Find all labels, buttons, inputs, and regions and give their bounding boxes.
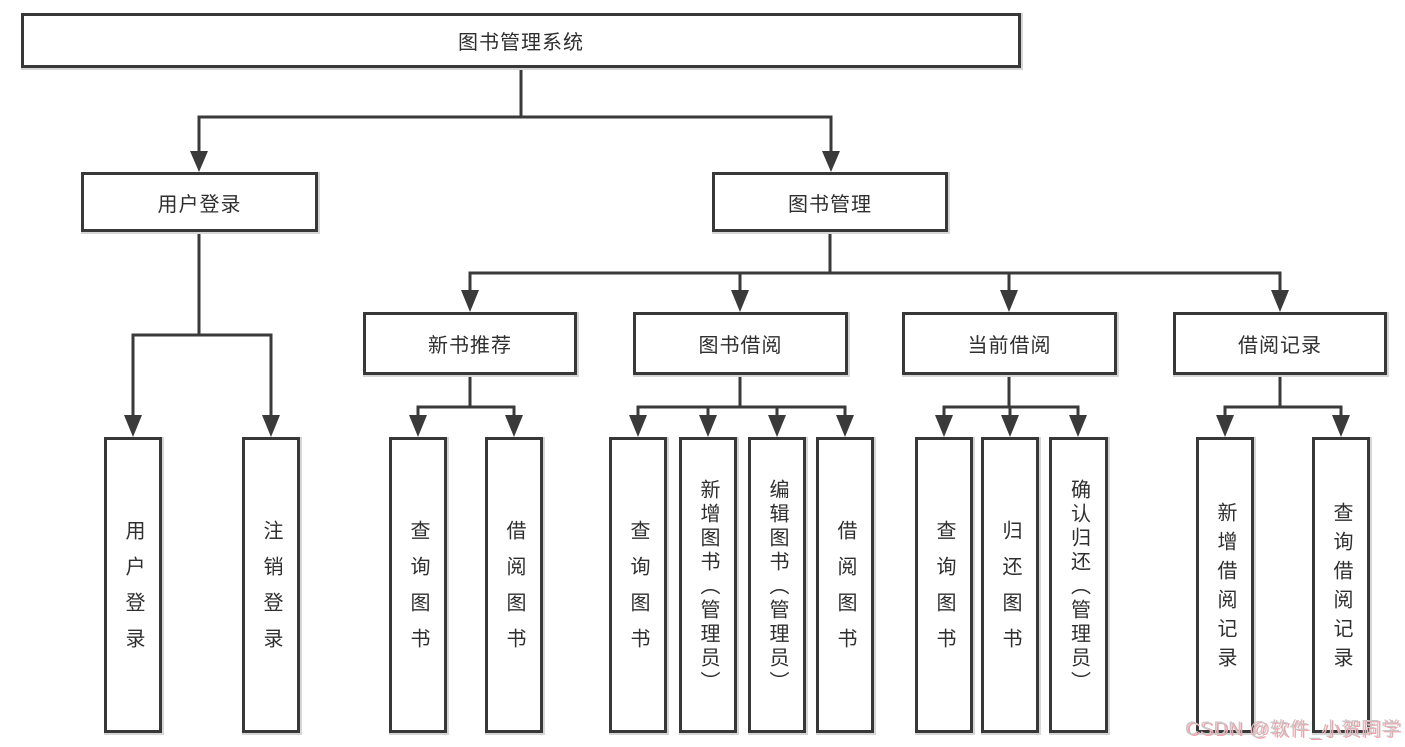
arrowhead-icon bbox=[699, 415, 717, 437]
node-new-book-recommend-label: 新书推荐 bbox=[428, 335, 512, 357]
node-root-label: 图书管理系统 bbox=[458, 32, 584, 54]
arrowhead-icon bbox=[1069, 415, 1087, 437]
node-book-borrow: 图书借阅 bbox=[633, 312, 848, 375]
leaf-logout: 注销登录 bbox=[242, 437, 300, 733]
leaf-borrow-book: 借阅图书 bbox=[816, 437, 874, 733]
node-book-borrow-label: 图书借阅 bbox=[698, 335, 783, 357]
leaf-borrow-books-recommend: 借阅图书 bbox=[485, 437, 543, 733]
node-book-management-label: 图书管理 bbox=[788, 193, 872, 216]
node-book-management: 图书管理 bbox=[712, 172, 948, 232]
node-borrow-records-label: 借阅记录 bbox=[1238, 335, 1322, 357]
leaf-add-borrow-record: 新增借阅记录 bbox=[1196, 437, 1254, 733]
node-user-login-label: 用户登录 bbox=[157, 193, 242, 216]
arrowhead-icon bbox=[190, 151, 208, 172]
leaf-query-borrow-record: 查询借阅记录 bbox=[1312, 437, 1370, 733]
leaf-query-books-current: 查询图书 bbox=[915, 437, 973, 733]
leaf-add-book-admin: 新增图书（管理员） bbox=[679, 437, 737, 733]
arrowhead-icon bbox=[1332, 415, 1350, 437]
node-user-login: 用户登录 bbox=[81, 172, 318, 232]
leaf-confirm-return-admin: 确认归还（管理员） bbox=[1049, 437, 1108, 733]
leaf-return-book-label: 归还图书 bbox=[999, 520, 1021, 664]
arrowhead-icon bbox=[262, 415, 280, 437]
node-current-borrow-label: 当前借阅 bbox=[967, 335, 1052, 357]
leaf-borrow-books-recommend-label: 借阅图书 bbox=[503, 520, 525, 664]
arrowhead-icon bbox=[461, 290, 479, 312]
leaf-query-books-recommend-label: 查询图书 bbox=[407, 520, 429, 664]
arrowhead-icon bbox=[505, 415, 523, 437]
arrowhead-icon bbox=[836, 415, 854, 437]
arrowhead-icon bbox=[731, 290, 749, 312]
node-current-borrow: 当前借阅 bbox=[902, 312, 1117, 375]
leaf-user-login-label: 用户登录 bbox=[122, 520, 144, 664]
leaf-edit-book-admin: 编辑图书（管理员） bbox=[748, 437, 806, 733]
node-borrow-records: 借阅记录 bbox=[1173, 312, 1387, 375]
leaf-query-books-recommend: 查询图书 bbox=[389, 437, 447, 733]
arrowhead-icon bbox=[629, 415, 647, 437]
arrowhead-icon bbox=[124, 415, 142, 437]
leaf-logout-label: 注销登录 bbox=[260, 520, 282, 664]
leaf-return-book: 归还图书 bbox=[981, 437, 1039, 733]
node-root: 图书管理系统 bbox=[21, 13, 1021, 68]
leaf-query-books-borrow-label: 查询图书 bbox=[627, 520, 649, 664]
leaf-confirm-return-admin-label: 确认归还（管理员） bbox=[1067, 479, 1090, 695]
arrowhead-icon bbox=[822, 151, 840, 172]
leaf-query-borrow-record-label: 查询借阅记录 bbox=[1330, 502, 1352, 676]
arrowhead-icon bbox=[768, 415, 786, 437]
leaf-borrow-book-label: 借阅图书 bbox=[834, 520, 856, 664]
csdn-watermark: CSDN @软件_小贺同学 bbox=[1185, 719, 1401, 740]
arrowhead-icon bbox=[935, 415, 953, 437]
arrowhead-icon bbox=[409, 415, 427, 437]
arrowhead-icon bbox=[1216, 415, 1234, 437]
leaf-query-books-borrow: 查询图书 bbox=[609, 437, 667, 733]
arrowhead-icon bbox=[1000, 290, 1018, 312]
arrowhead-icon bbox=[1001, 415, 1019, 437]
leaf-user-login: 用户登录 bbox=[104, 437, 162, 733]
leaf-add-book-admin-label: 新增图书（管理员） bbox=[697, 479, 719, 695]
node-new-book-recommend: 新书推荐 bbox=[363, 312, 577, 375]
leaf-edit-book-admin-label: 编辑图书（管理员） bbox=[766, 479, 788, 695]
leaf-query-books-current-label: 查询图书 bbox=[933, 520, 955, 664]
leaf-add-borrow-record-label: 新增借阅记录 bbox=[1214, 502, 1236, 676]
arrowhead-icon bbox=[1271, 290, 1289, 312]
